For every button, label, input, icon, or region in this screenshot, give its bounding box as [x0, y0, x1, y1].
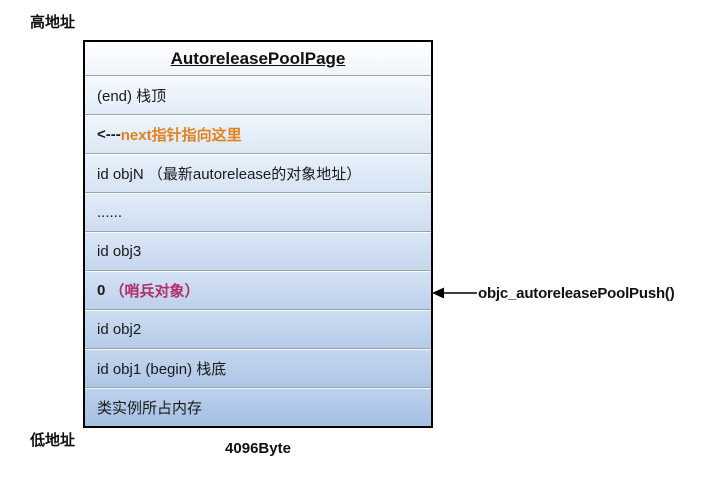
row-text-segment: （哨兵对象）	[109, 282, 200, 300]
row-text-segment: 类实例所占内存	[97, 399, 203, 417]
left-arrow-icon	[432, 287, 477, 299]
row-text-segment: id obj3	[97, 242, 142, 260]
table-title: AutoreleasePoolPage	[85, 42, 431, 75]
table-row: (end) 栈顶	[85, 75, 431, 114]
row-text-segment: id objN （最新autorelease的对象地址）	[97, 165, 362, 183]
table-row: ......	[85, 192, 431, 231]
row-text-segment: (end) 栈顶	[97, 87, 167, 105]
row-text-segment: ......	[97, 203, 123, 221]
autorelease-pool-page-table: AutoreleasePoolPage (end) 栈顶 <---next指针指向…	[83, 40, 433, 428]
table-row: 类实例所占内存	[85, 387, 431, 426]
high-address-label: 高地址	[30, 14, 76, 31]
page-size-label: 4096Byte	[225, 440, 291, 457]
table-row: <---next指针指向这里	[85, 114, 431, 153]
row-text-segment: <---	[97, 125, 121, 143]
row-text-segment: id obj1 (begin) 栈底	[97, 360, 227, 378]
row-text-segment: next指针指向这里	[120, 126, 242, 144]
table-row: 0 （哨兵对象）	[85, 270, 431, 309]
low-address-label: 低地址	[30, 432, 76, 449]
pool-rows: (end) 栈顶 <---next指针指向这里 id objN （最新autorel…	[85, 75, 431, 426]
table-row: id obj3	[85, 231, 431, 270]
table-row: id objN （最新autorelease的对象地址）	[85, 153, 431, 192]
table-row: id obj2	[85, 309, 431, 348]
row-text-segment: 0	[97, 281, 110, 299]
table-row: id obj1 (begin) 栈底	[85, 348, 431, 387]
pool-push-annotation: objc_autoreleasePoolPush()	[478, 285, 675, 302]
row-text-segment: id obj2	[97, 320, 142, 338]
